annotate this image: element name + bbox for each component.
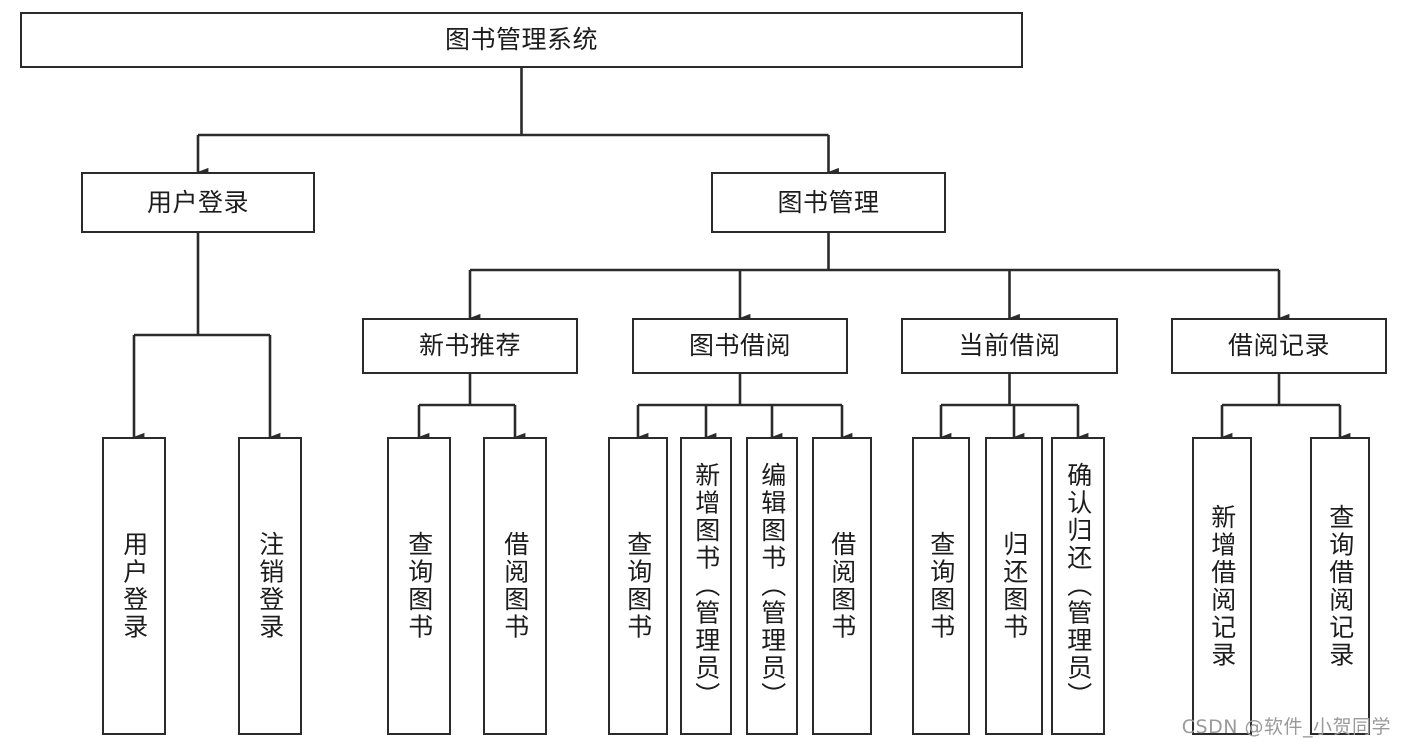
node-l2_1[interactable]: 图书借阅 [632, 318, 848, 374]
node-l2_3[interactable]: 借阅记录 [1171, 318, 1387, 374]
node-label-leaf_4: 查询图书 [623, 531, 653, 641]
node-label-leaf_9: 归还图书 [999, 531, 1029, 641]
node-label-leaf_5: 新增图书（管理员） [691, 462, 721, 710]
watermark-text: CSDN @软件_小贺同学 [1181, 716, 1391, 738]
node-label-root: 图书管理系统 [444, 25, 598, 54]
node-label-leaf_0: 用户登录 [119, 531, 149, 641]
node-l2_2[interactable]: 当前借阅 [901, 318, 1118, 374]
node-leaf_2[interactable]: 查询图书 [387, 437, 451, 735]
node-leaf_4[interactable]: 查询图书 [608, 437, 668, 735]
node-leaf_8[interactable]: 查询图书 [912, 437, 970, 735]
node-label-l2_0: 新书推荐 [418, 331, 521, 360]
node-leaf_12[interactable]: 查询借阅记录 [1310, 437, 1370, 735]
node-l1_1[interactable]: 图书管理 [711, 172, 946, 233]
node-label-l2_1: 图书借阅 [688, 331, 791, 360]
node-leaf_10[interactable]: 确认归还（管理员） [1051, 437, 1105, 735]
node-label-l2_3: 借阅记录 [1227, 331, 1330, 360]
node-label-l1_0: 用户登录 [146, 187, 249, 217]
node-label-leaf_7: 借阅图书 [827, 531, 857, 641]
node-l1_0[interactable]: 用户登录 [81, 172, 315, 233]
node-leaf_7[interactable]: 借阅图书 [812, 437, 872, 735]
node-label-leaf_1: 注销登录 [255, 531, 285, 641]
node-leaf_6[interactable]: 编辑图书（管理员） [746, 437, 798, 735]
node-leaf_1[interactable]: 注销登录 [238, 437, 302, 735]
node-label-leaf_2: 查询图书 [404, 531, 434, 641]
node-label-leaf_12: 查询借阅记录 [1325, 503, 1355, 669]
node-label-l2_2: 当前借阅 [958, 331, 1061, 360]
node-leaf_0[interactable]: 用户登录 [102, 437, 166, 735]
node-label-leaf_10: 确认归还（管理员） [1063, 462, 1093, 710]
node-leaf_11[interactable]: 新增借阅记录 [1192, 437, 1252, 735]
node-l2_0[interactable]: 新书推荐 [362, 318, 578, 374]
node-label-l1_1: 图书管理 [777, 187, 880, 217]
node-leaf_3[interactable]: 借阅图书 [483, 437, 547, 735]
node-label-leaf_3: 借阅图书 [500, 531, 530, 641]
node-label-leaf_8: 查询图书 [926, 531, 956, 641]
node-root[interactable]: 图书管理系统 [20, 12, 1023, 68]
node-label-leaf_6: 编辑图书（管理员） [757, 462, 787, 710]
node-leaf_9[interactable]: 归还图书 [985, 437, 1043, 735]
node-label-leaf_11: 新增借阅记录 [1207, 503, 1237, 669]
node-leaf_5[interactable]: 新增图书（管理员） [680, 437, 732, 735]
